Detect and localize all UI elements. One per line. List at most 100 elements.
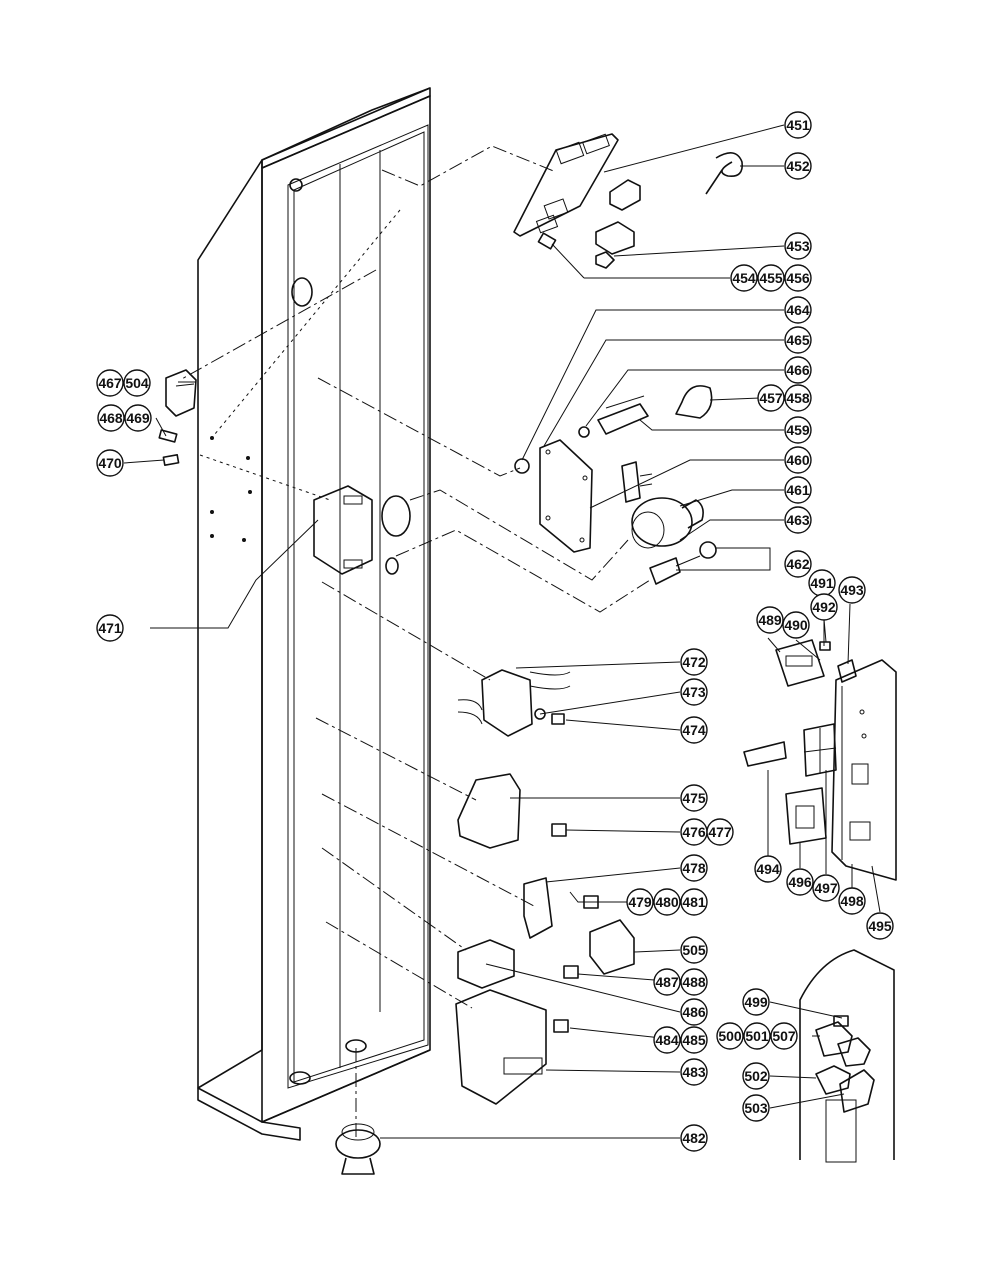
callout-499: 499: [742, 988, 770, 1016]
callout-label: 475: [682, 790, 706, 806]
callout-label: 497: [814, 880, 838, 896]
callout-label: 477: [708, 824, 732, 840]
callout-label: 462: [786, 556, 810, 572]
callout-500: 500: [716, 1022, 744, 1050]
callout-497: 497: [812, 874, 840, 902]
callout-label: 478: [682, 860, 706, 876]
callout-454-455-456: 454: [730, 264, 758, 292]
callout-label: 493: [840, 582, 864, 598]
lower-side-panel: [799, 949, 895, 1163]
callout-label: 459: [786, 422, 810, 438]
callout-468: 468: [97, 404, 125, 432]
callout-label: 471: [98, 620, 122, 636]
callout-458: 458: [784, 384, 812, 412]
callout-453: 453: [784, 232, 812, 260]
callout-label: 498: [840, 893, 864, 909]
callout-label: 492: [812, 599, 836, 615]
callout-label: 495: [868, 918, 892, 934]
callout-label: 479: [628, 894, 652, 910]
callout-461: 461: [784, 476, 812, 504]
callout-label: 453: [786, 238, 810, 254]
callout-label: 461: [786, 482, 810, 498]
callout-label: 486: [682, 1004, 706, 1020]
callout-485: 485: [680, 1026, 708, 1054]
callout-482: 482: [680, 1124, 708, 1152]
callout-471: 471: [96, 614, 124, 642]
callout-label: 474: [682, 722, 706, 738]
callout-470: 470: [96, 449, 124, 477]
callout-label: 460: [786, 452, 810, 468]
callout-486: 486: [680, 998, 708, 1026]
left-small-parts: [158, 369, 373, 575]
callout-label: 499: [744, 994, 768, 1010]
callout-476: 476: [680, 818, 708, 846]
callout-464: 464: [784, 296, 812, 324]
callout-492: 492: [810, 593, 838, 621]
callout-484: 484: [653, 1026, 681, 1054]
leader-lines: [123, 124, 881, 1139]
callout-463: 463: [784, 506, 812, 534]
callout-496: 496: [786, 868, 814, 896]
callout-label: 454: [732, 270, 756, 286]
callout-label: 473: [682, 684, 706, 700]
callout-label: 469: [126, 410, 150, 426]
callout-494: 494: [754, 855, 782, 883]
callout-label: 467: [98, 375, 122, 391]
callout-477: 477: [706, 818, 734, 846]
callout-label: 507: [772, 1028, 796, 1044]
callout-label: 485: [682, 1032, 706, 1048]
callout-label: 494: [756, 861, 780, 877]
callout-label: 468: [99, 410, 123, 426]
callout-459: 459: [784, 416, 812, 444]
callout-label: 456: [786, 270, 810, 286]
callout-498: 498: [838, 887, 866, 915]
callout-460: 460: [784, 446, 812, 474]
callout-490: 490: [782, 611, 810, 639]
callout-label: 503: [744, 1100, 768, 1116]
callout-label: 452: [786, 158, 810, 174]
callout-493: 493: [838, 576, 866, 604]
callout-label: 483: [682, 1064, 706, 1080]
assembly-lines: [179, 145, 651, 1140]
callout-465: 465: [784, 326, 812, 354]
callout-469: 469: [124, 404, 152, 432]
callout-label: 501: [745, 1028, 769, 1044]
callout-479: 479: [626, 888, 654, 916]
callout-455: 455: [757, 264, 785, 292]
callout-badges: 451 452 453 454 455 456 464 465 466 457: [96, 111, 894, 1152]
callout-label: 457: [759, 390, 783, 406]
callout-487: 487: [653, 968, 681, 996]
callout-label: 491: [810, 575, 834, 591]
control-board-top: [513, 133, 744, 269]
electrical-components: [335, 669, 635, 1175]
callout-label: 490: [784, 617, 808, 633]
front-control-panel: [743, 639, 897, 881]
callout-488: 488: [680, 968, 708, 996]
callout-label: 470: [98, 455, 122, 471]
callout-label: 484: [655, 1032, 679, 1048]
callout-label: 487: [655, 974, 679, 990]
callout-label: 472: [682, 654, 706, 670]
callout-label: 451: [786, 117, 810, 133]
callout-label: 463: [786, 512, 810, 528]
callout-label: 455: [759, 270, 783, 286]
callout-503: 503: [742, 1094, 770, 1122]
callout-473: 473: [680, 678, 708, 706]
callout-label: 500: [718, 1028, 742, 1044]
callout-label: 476: [682, 824, 706, 840]
callout-504: 504: [123, 369, 151, 397]
callout-label: 482: [682, 1130, 706, 1146]
callout-489: 489: [756, 606, 784, 634]
callout-label: 481: [682, 894, 706, 910]
callout-label: 496: [788, 874, 812, 890]
callout-472: 472: [680, 648, 708, 676]
callout-467: 467: [96, 369, 124, 397]
callout-478: 478: [680, 854, 708, 882]
callout-483: 483: [680, 1058, 708, 1086]
callout-475: 475: [680, 784, 708, 812]
callout-label: 458: [786, 390, 810, 406]
callout-491: 491: [808, 569, 836, 597]
callout-481: 481: [680, 888, 708, 916]
callout-456: 456: [784, 264, 812, 292]
